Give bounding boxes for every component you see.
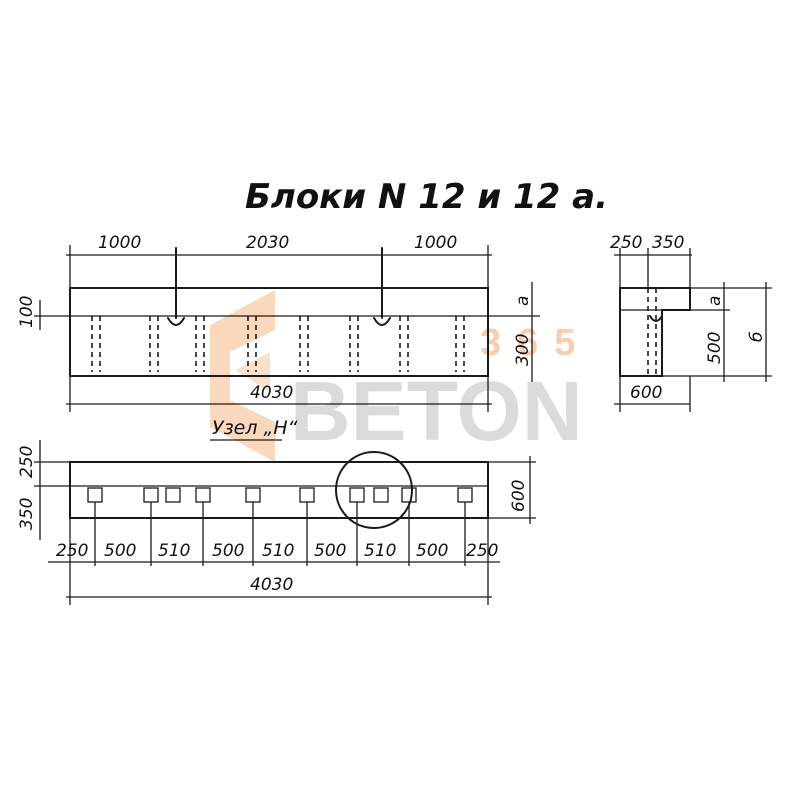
watermark: 365 BETON — [210, 290, 591, 462]
plan-view: 250 350 600 250 500 510 500 510 500 510 … — [17, 440, 536, 605]
side-view-outline — [619, 287, 691, 377]
plan-chain-dim: 510 — [364, 541, 396, 561]
lifting-loop-icon — [167, 247, 185, 326]
front-dim-right: 1000 — [414, 233, 457, 253]
front-dim-height: 300 — [513, 334, 533, 366]
side-dim-500: 500 — [705, 332, 725, 364]
front-view-hidden-lines — [91, 316, 465, 372]
front-dim-left: 1000 — [98, 233, 141, 253]
front-dim-ledge: 100 — [17, 296, 37, 328]
side-dim-bottom: 600 — [630, 383, 662, 403]
side-dim-350: 350 — [652, 233, 684, 253]
plan-chain-dim: 510 — [158, 541, 190, 561]
front-view-outline — [69, 287, 489, 377]
side-view: 250 350 а 500 б 600 — [610, 233, 772, 412]
plan-dim-total: 4030 — [250, 575, 293, 595]
plan-chain-dim: 500 — [212, 541, 244, 561]
plan-view-outline — [69, 461, 489, 519]
front-dim-middle: 2030 — [246, 233, 289, 253]
node-label: Узел „Н“ — [212, 417, 298, 439]
side-dim-250: 250 — [610, 233, 642, 253]
plan-chain-dim: 500 — [314, 541, 346, 561]
watermark-word: BETON — [290, 364, 582, 458]
drawing-title: Блоки N 12 и 12 а. — [245, 177, 608, 217]
plan-chain-dim: 250 — [466, 541, 498, 561]
plan-view-recesses — [87, 487, 473, 503]
plan-chain-dim: 500 — [104, 541, 136, 561]
plan-extension-lines — [69, 502, 489, 605]
plan-dim-250: 250 — [17, 446, 37, 478]
node-callout-circle — [335, 451, 413, 529]
lifting-loop-icon — [373, 247, 391, 326]
plan-chain-dim: 250 — [56, 541, 88, 561]
side-dim-b: б — [747, 332, 767, 342]
plan-dim-600: 600 — [509, 480, 529, 512]
plan-chain-dim: 510 — [262, 541, 294, 561]
side-dim-a: а — [705, 296, 725, 306]
watermark-logo-icon — [210, 290, 275, 462]
watermark-number: 365 — [480, 322, 591, 364]
front-view: 1000 2030 1000 100 а 300 4030 — [17, 233, 540, 412]
front-dim-a: а — [513, 296, 533, 306]
side-loop-icon — [649, 315, 663, 322]
front-dim-total: 4030 — [250, 383, 293, 403]
plan-dim-350: 350 — [17, 498, 37, 530]
plan-chain-dim: 500 — [416, 541, 448, 561]
